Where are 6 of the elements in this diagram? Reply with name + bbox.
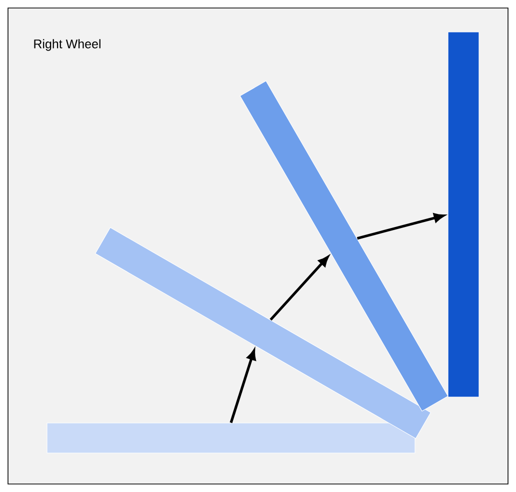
arrow [270,256,329,321]
bar [448,32,480,398]
bar [94,227,432,439]
arrow [356,213,444,240]
bar [46,422,416,454]
title: Right Wheel [34,39,100,51]
